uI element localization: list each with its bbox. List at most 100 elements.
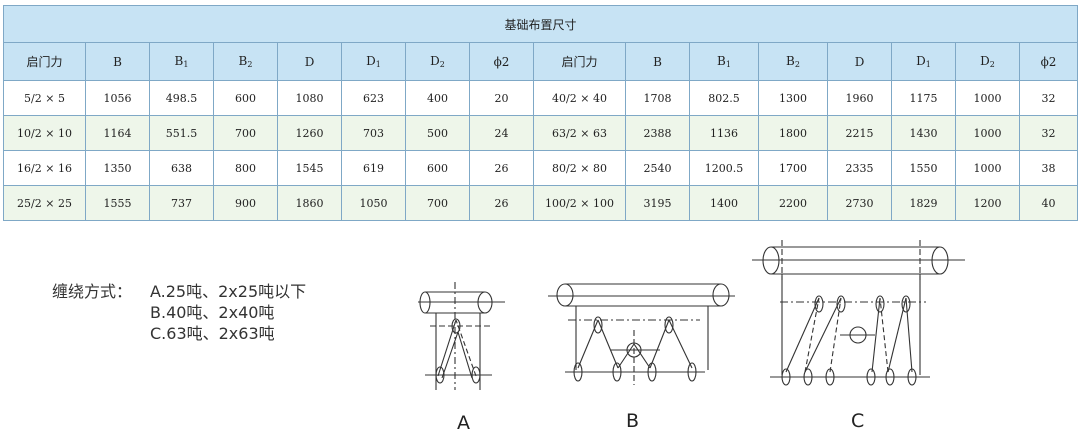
table-cell: 32 [1018,80,1079,116]
diagram-c-label: C [851,410,865,432]
header-subscript: 2 [439,60,445,69]
header-text: D [916,54,926,68]
header-subscript: 2 [989,60,995,69]
header-cell: D2 [405,42,470,81]
table-cell: 900 [213,185,278,221]
header-subscript: 1 [925,60,931,69]
table-cell: 1050 [341,185,406,221]
header-text: 启门力 [561,55,598,69]
table-cell: 1200.5 [689,150,759,186]
table-cell: 802.5 [689,80,759,116]
table-cell: 26 [469,150,534,186]
table-cell: 2200 [758,185,828,221]
table-cell: 63/2 × 63 [533,115,626,151]
table-cell: 1829 [891,185,956,221]
table-cell: 700 [405,185,470,221]
table-cell: 38 [1018,150,1079,186]
table-cell: 1350 [85,150,150,186]
table-cell: 703 [341,115,406,151]
table-cell: 1555 [85,185,150,221]
header-text: B [786,54,795,68]
table-cell: 737 [149,185,214,221]
winding-diagram-b [548,283,735,385]
table-cell: 1136 [689,115,759,151]
diagram-b-label: B [626,410,640,432]
table-cell: 1260 [277,115,342,151]
header-cell: B1 [149,42,214,81]
winding-label: 缠绕方式： [52,282,133,301]
winding-diagram-a [418,282,505,390]
table-cell: 20 [469,80,534,116]
header-text: ϕ2 [493,54,510,69]
table-cell: 3195 [625,185,690,221]
header-cell: D1 [341,42,406,81]
header-cell: D2 [955,42,1020,81]
winding-line-c: C.63吨、2x63吨 [150,324,275,343]
header-cell: 启门力 [533,42,626,81]
header-text: B [174,54,184,68]
header-cell: ϕ2 [1018,42,1079,81]
header-text: 启门力 [26,55,63,69]
table-cell: 100/2 × 100 [533,185,626,221]
table-cell: 623 [341,80,406,116]
table-cell: 1400 [689,185,759,221]
table-cell: 500 [405,115,470,151]
header-subscript: 1 [725,60,731,69]
header-text: D [980,54,990,68]
table-cell: 1860 [277,185,342,221]
diagram-a-label: A [457,412,470,434]
table-cell: 1545 [277,150,342,186]
winding-line-b: B.40吨、2x40吨 [150,303,275,322]
table-cell: 619 [341,150,406,186]
table-cell: 551.5 [149,115,214,151]
table-cell: 2335 [827,150,892,186]
table-cell: 1200 [955,185,1020,221]
table-cell: 2730 [827,185,892,221]
table-title: 基础布置尺寸 [2,5,1079,43]
table-cell: 2388 [625,115,690,151]
table-cell: 638 [149,150,214,186]
table-cell: 1000 [955,115,1020,151]
header-text: D [366,54,376,68]
header-text: ϕ2 [1040,54,1057,69]
table-cell: 1000 [955,80,1020,116]
header-text: B [653,54,662,69]
table-cell: 40/2 × 40 [533,80,626,116]
header-subscript: 1 [375,60,381,69]
header-text: B [113,54,122,69]
winding-diagram-c [752,240,965,386]
header-text: B [238,54,248,68]
table-cell: 1800 [758,115,828,151]
header-cell: B2 [213,42,278,81]
winding-line-a: A.25吨、2x25吨以下 [150,282,307,301]
header-text: D [304,54,315,69]
header-cell: D [827,42,892,81]
table-cell: 600 [405,150,470,186]
table-cell: 1700 [758,150,828,186]
table-cell: 25/2 × 25 [3,185,86,221]
winding-method-note: 缠绕方式： A.25吨、2x25吨以下 B.40吨、2x40吨 C.63吨、2x6… [52,281,306,344]
table-cell: 1080 [277,80,342,116]
header-cell: B2 [758,42,828,81]
table-cell: 26 [469,185,534,221]
table-cell: 600 [213,80,278,116]
header-subscript: 1 [183,60,189,69]
table-cell: 16/2 × 16 [3,150,86,186]
header-cell: B [625,42,690,81]
table-cell: 800 [213,150,278,186]
header-text: D [854,54,865,69]
header-cell: D [277,42,342,81]
table-cell: 1000 [955,150,1020,186]
header-cell: ϕ2 [469,42,534,81]
table-cell: 40 [1018,185,1079,221]
table-cell: 80/2 × 80 [533,150,626,186]
table-cell: 700 [213,115,278,151]
header-text: B [717,54,726,68]
